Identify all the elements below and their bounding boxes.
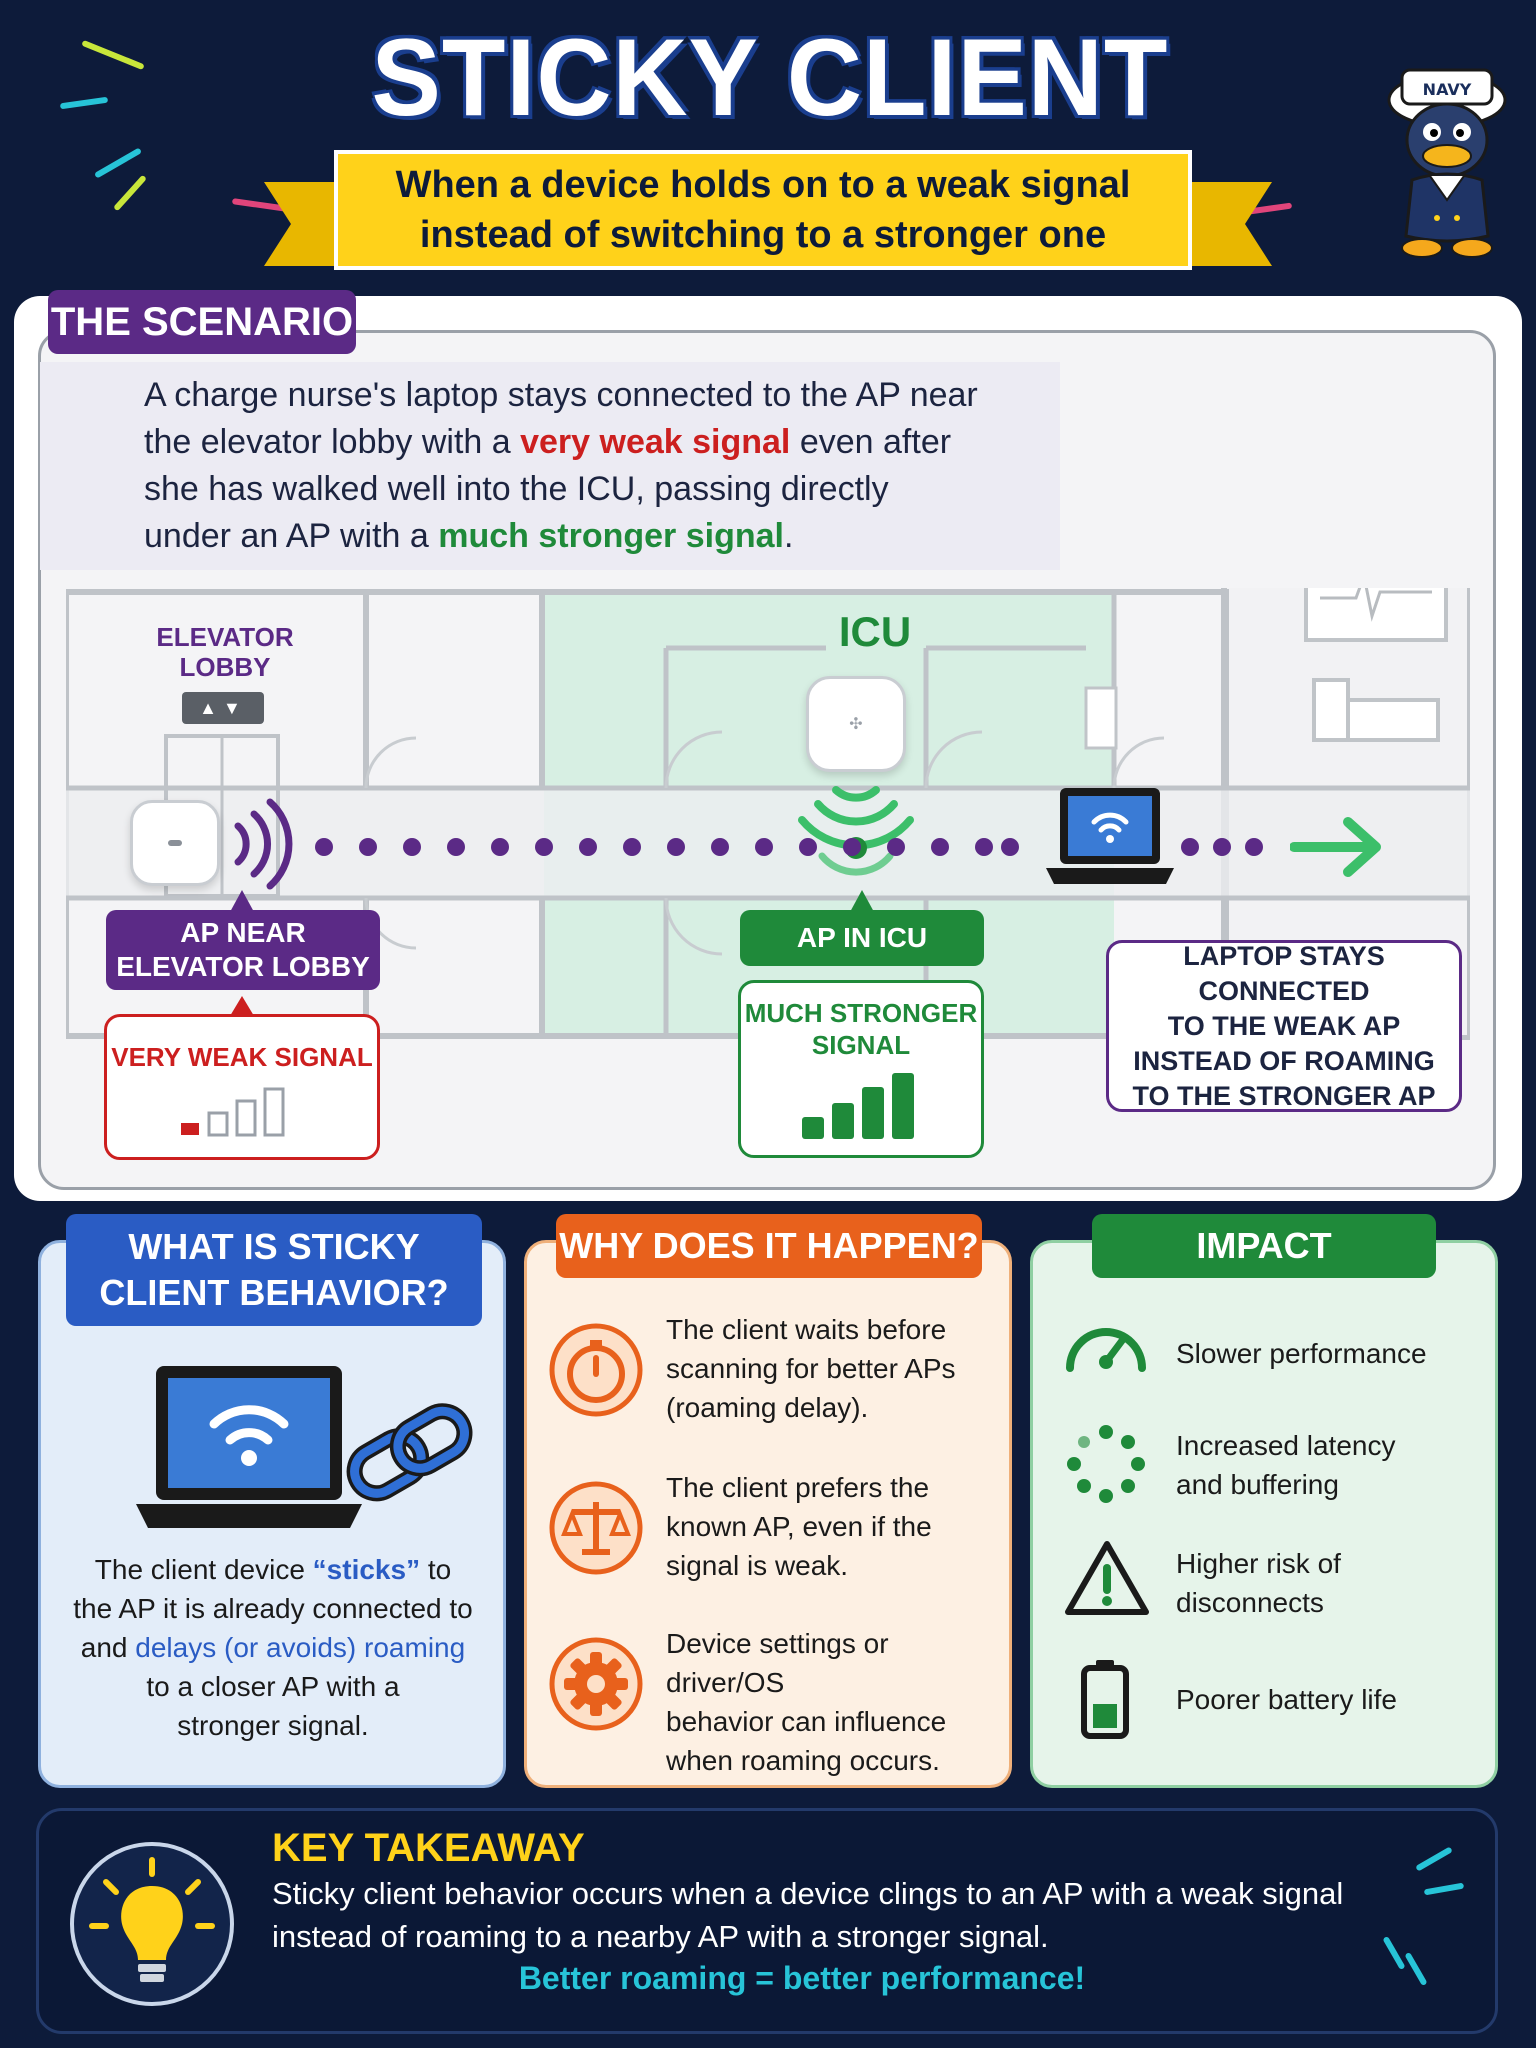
gear-icon xyxy=(549,1637,643,1731)
subtitle-line-2: instead of switching to a stronger one xyxy=(419,214,1107,256)
scenario-description: A charge nurse's laptop stays connected … xyxy=(40,362,1060,570)
lightbulb-icon xyxy=(70,1842,234,2006)
weak-signal-emphasis: very weak signal xyxy=(520,423,791,461)
weak-signal-bars-icon xyxy=(181,1087,285,1136)
weak-signal-card: VERY WEAK SIGNAL xyxy=(104,1014,380,1160)
impact-item-4: Poorer battery life xyxy=(1176,1684,1397,1715)
strong-signal-emphasis: much stronger signal xyxy=(438,517,784,555)
why-heading: WHY DOES IT HAPPEN? xyxy=(556,1214,982,1278)
stopwatch-icon xyxy=(549,1323,643,1417)
what-is-heading: WHAT IS STICKY CLIENT BEHAVIOR? xyxy=(66,1214,482,1326)
battery-icon xyxy=(1081,1660,1129,1739)
scenario-tag: THE SCENARIO xyxy=(48,290,356,354)
loading-dots-icon xyxy=(1067,1425,1145,1503)
impact-item-1: Slower performance xyxy=(1176,1338,1427,1369)
what-is-description: The client device “sticks” to the AP it … xyxy=(73,1554,473,1741)
mascot-hat-text: NAVY xyxy=(1423,80,1472,99)
weak-signal-label: VERY WEAK SIGNAL xyxy=(111,1041,373,1072)
lobby-access-point-icon xyxy=(130,800,220,886)
weak-signal-waves-icon xyxy=(234,798,293,890)
ap-icu-label: AP IN ICU xyxy=(740,910,984,966)
strong-signal-card: MUCH STRONGER SIGNAL xyxy=(738,980,984,1158)
chained-laptop-icon xyxy=(136,1366,473,1528)
takeaway-tagline: Better roaming = better performance! xyxy=(518,1960,1086,1996)
icu-label: ICU xyxy=(838,608,912,655)
takeaway-text: Sticky client behavior occurs when a dev… xyxy=(272,1876,1344,1954)
laptop-note-card: LAPTOP STAYS CONNECTED TO THE WEAK AP IN… xyxy=(1106,940,1462,1112)
impact-heading: IMPACT xyxy=(1092,1214,1436,1278)
scenario-line-1: A charge nurse's laptop stays connected … xyxy=(144,376,978,414)
warning-icon xyxy=(1065,1541,1149,1615)
scale-icon xyxy=(549,1481,643,1575)
strong-signal-bars-icon xyxy=(802,1073,914,1139)
scenario-line-3: she has walked well into the ICU, passin… xyxy=(144,470,889,508)
elevator-arrows-icon: ▲▼ xyxy=(182,692,264,724)
scenario-line-4: under an AP with a much stronger signal. xyxy=(144,517,794,555)
roaming-arrow-icon xyxy=(1290,817,1381,877)
key-takeaway-section xyxy=(36,1808,1498,2034)
client-path-dots xyxy=(315,838,1263,856)
ap-lobby-label: AP NEAR ELEVATOR LOBBY xyxy=(106,910,380,990)
takeaway-heading: KEY TAKEAWAY xyxy=(272,1826,585,1870)
elevator-lobby-label: ELEVATOR LOBBY xyxy=(156,622,294,682)
duck-mascot-icon: NAVY xyxy=(1387,68,1507,258)
strong-signal-label: MUCH STRONGER SIGNAL xyxy=(744,998,978,1060)
icu-access-point-icon: ✣ xyxy=(806,676,906,772)
subtitle-banner: When a device holds on to a weak signal … xyxy=(334,150,1192,270)
subtitle-line-1: When a device holds on to a weak signal xyxy=(395,164,1131,206)
speedometer-icon xyxy=(1066,1328,1146,1372)
scenario-line-2: the elevator lobby with a very weak sign… xyxy=(144,423,952,461)
laptop-icon xyxy=(1046,788,1174,884)
